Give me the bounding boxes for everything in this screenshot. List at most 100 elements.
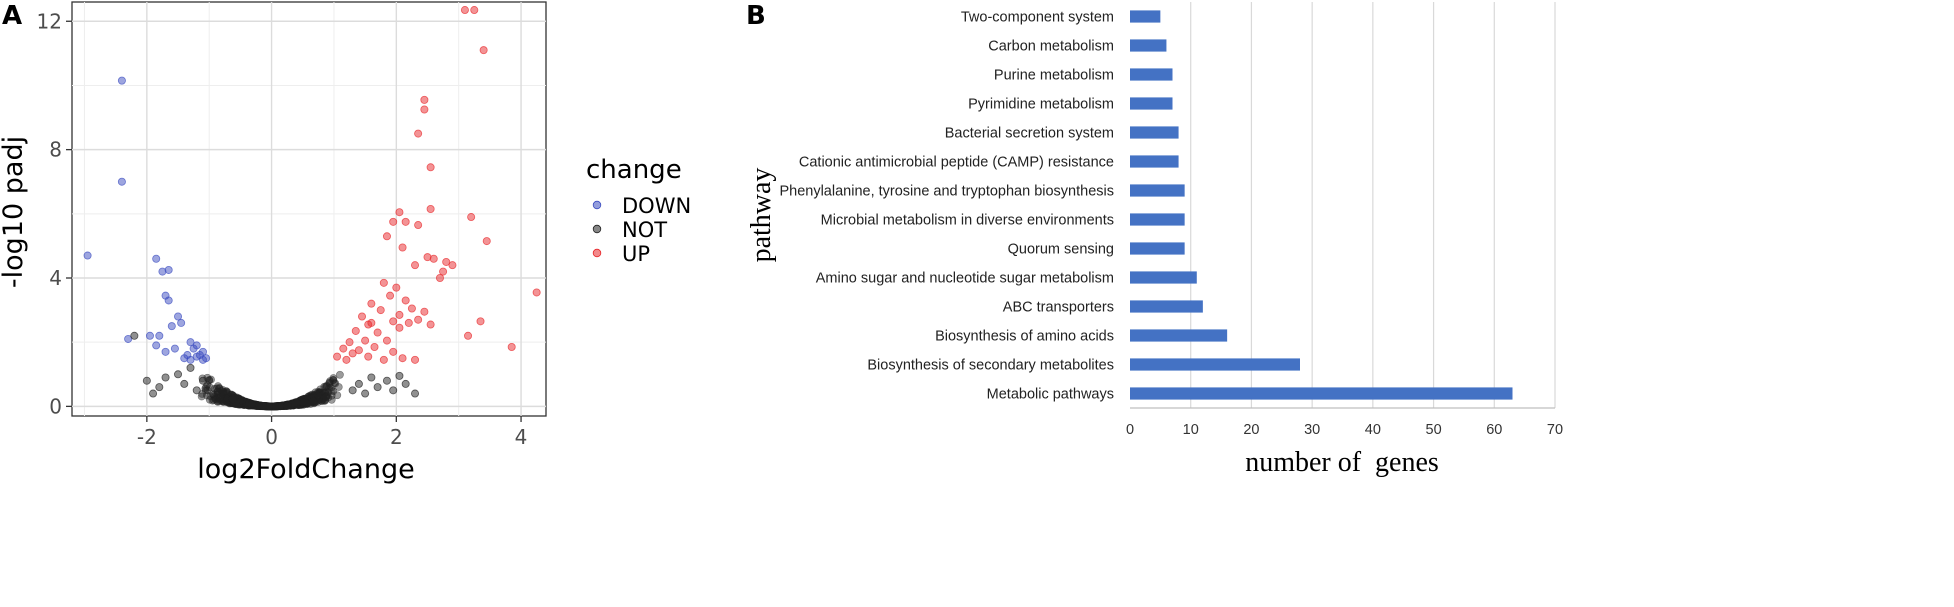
bar [1130,68,1173,81]
volcano-point-down [83,251,92,260]
volcano-point-up [358,312,367,321]
bar-x-tick-label: 40 [1365,422,1381,438]
bar [1130,329,1228,342]
legend-label-up: UP [622,242,650,266]
volcano-point-not [401,379,410,388]
bar [1130,213,1185,226]
bar-category-label: Carbon metabolism [988,39,1114,55]
bar-x-tick-label: 50 [1426,422,1442,438]
volcano-point-up [367,318,376,327]
volcano-point-up [414,315,423,324]
volcano-point-down [167,322,176,331]
volcano-point-down [155,331,164,340]
bar-x-tick-label: 20 [1243,422,1259,438]
panel-a-label: A [2,1,22,31]
legend-key-not [592,224,602,234]
volcano-point-up [404,318,413,327]
volcano-point-not [271,402,280,411]
volcano-y-axis-label: -log10 padj [0,136,29,288]
volcano-point-down [202,354,211,363]
volcano-point-up [342,355,351,364]
volcano-point-not [293,398,301,407]
volcano-point-up [333,352,342,361]
bar [1130,271,1197,284]
volcano-point-down [186,355,195,364]
bar [1130,242,1185,255]
volcano-point-up [448,261,457,270]
volcano-point-down [164,265,173,274]
volcano-point-not [299,398,307,406]
volcano-point-up [389,317,398,326]
volcano-point-not [373,383,382,392]
bar-x-tick-label: 10 [1183,422,1199,438]
volcano-point-down [161,347,170,356]
volcano-point-up [370,342,379,351]
volcano-point-up [395,323,404,332]
volcano-gridlines [72,2,546,416]
bar [1130,126,1179,139]
volcano-point-up [348,349,357,358]
volcano-point-down [174,312,183,321]
volcano-point-up [395,208,404,217]
volcano-point-down [186,338,195,347]
volcano-point-up [411,355,420,364]
volcano-point-not [283,401,292,410]
volcano-point-not [180,379,189,388]
volcano-legend-title: change [586,155,682,185]
volcano-point-not [333,391,342,400]
volcano-point-up [426,320,435,329]
bar-category-label: Two-component system [961,10,1114,26]
volcano-point-not [192,386,201,395]
volcano-point-not [245,399,253,408]
volcano-point-down [177,318,186,327]
volcano-point-not [255,401,264,410]
volcano-point-up [411,261,420,270]
legend-label-down: DOWN [622,194,691,218]
volcano-y-tick-label: 0 [49,394,62,418]
volcano-point-not [130,331,139,340]
volcano-x-tick-label: -2 [137,425,157,449]
volcano-point-up [339,344,348,353]
volcano-point-up [401,296,410,305]
volcano-point-up [460,6,469,15]
volcano-point-up [507,342,516,351]
volcano-point-up [361,336,370,345]
volcano-point-up [420,105,429,114]
volcano-point-not [174,370,183,379]
bar [1130,300,1203,313]
bar-category-label: Biosynthesis of amino acids [935,329,1114,345]
volcano-point-up [435,273,444,282]
volcano-point-not [331,379,340,388]
volcano-point-up [426,204,435,213]
volcano-point-up [401,217,410,226]
bar-category-label: Purine metabolism [994,68,1114,84]
volcano-point-up [373,328,382,337]
volcano-point-not [247,400,256,409]
volcano-point-up [414,129,423,138]
volcano-point-not [315,393,324,402]
volcano-point-up [382,336,391,345]
volcano-point-not [327,383,336,392]
volcano-point-not [161,373,170,382]
volcano-point-down [117,177,126,186]
bar-category-label: Bacterial secretion system [945,126,1114,142]
bar-x-tick-label: 60 [1486,422,1502,438]
volcano-point-not [290,399,299,408]
volcano-point-up [386,291,395,300]
volcano-point-up [389,217,398,226]
bar-category-label: Metabolic pathways [987,387,1114,403]
volcano-point-not [361,389,370,398]
volcano-point-down [198,347,207,356]
volcano-point-up [407,304,416,313]
volcano-point-not [336,370,344,379]
volcano-point-up [389,347,398,356]
volcano-point-not [228,395,237,404]
volcano-point-up [532,288,541,297]
volcano-point-up [398,243,407,252]
legend-key-down [592,200,602,210]
volcano-point-up [420,95,429,104]
